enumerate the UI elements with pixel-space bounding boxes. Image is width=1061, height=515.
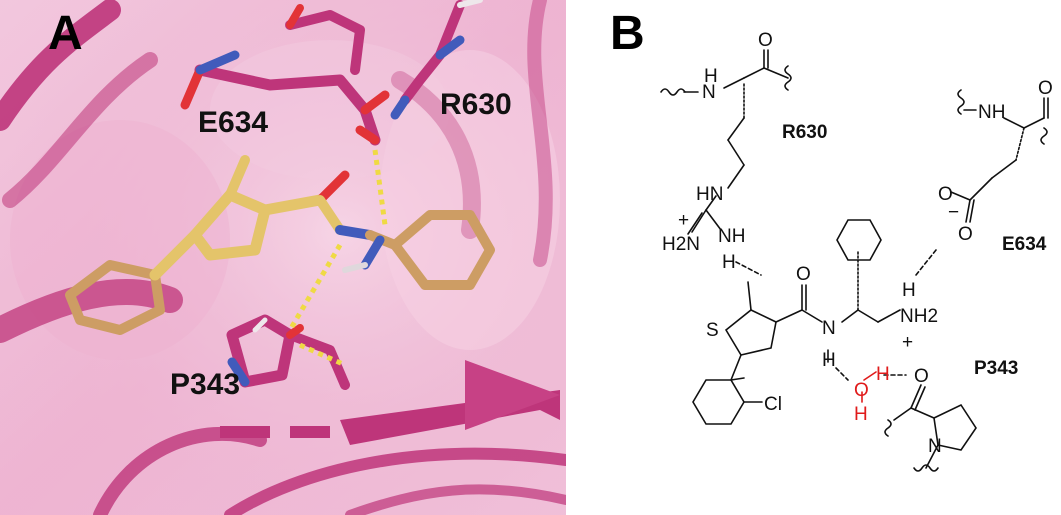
ligand-n: N: [822, 318, 836, 339]
ligand-o: O: [796, 264, 811, 285]
e634-sticks: [180, 4, 390, 146]
p343-n: N: [928, 436, 942, 457]
label-r630-3d: R630: [440, 88, 512, 121]
panel-a-structure-render: A E634 R630 P343: [0, 0, 566, 515]
r630-h2n: H2N: [662, 234, 700, 255]
r630-n: N: [702, 82, 716, 103]
r630-sticks: [390, 0, 483, 120]
r630-h: H: [704, 66, 718, 87]
hydrogen-bonds: [287, 149, 388, 368]
protein-ribbons: [0, 0, 566, 515]
water-h1: H: [876, 364, 890, 385]
panel-b-chemical-scheme: H N O R630 HN NH H2N + H S O N H NH2 + H…: [566, 0, 1061, 515]
p343-label: P343: [974, 358, 1018, 379]
r630-nh: NH: [718, 226, 745, 247]
ligand-cl: Cl: [764, 394, 782, 415]
panel-b-bonds: [660, 49, 1049, 472]
r630-plus: +: [678, 210, 689, 231]
label-e634-3d: E634: [198, 106, 269, 139]
r630-o: O: [758, 30, 773, 51]
e634-o: O: [1038, 78, 1053, 99]
r630-hn: HN: [696, 184, 723, 205]
r630-label: R630: [782, 122, 827, 143]
ligand-nh-h: H: [822, 350, 836, 371]
e634-label: E634: [1002, 234, 1047, 255]
r630-h-bond: H: [722, 252, 736, 273]
p343-sticks: [226, 314, 350, 390]
e634-nh: NH: [978, 102, 1005, 123]
e634-o-minus: O: [938, 184, 953, 205]
p343-o: O: [914, 366, 929, 387]
ligand-nh3-h: H: [902, 280, 916, 301]
panel-a-artwork: [0, 0, 566, 515]
panel-a-letter: A: [48, 7, 83, 60]
ligand-sticks: [65, 155, 495, 335]
e634-minus: −: [948, 202, 959, 223]
label-p343-3d: P343: [170, 368, 241, 401]
ligand-nh2: NH2: [900, 306, 938, 327]
water-h2: H: [854, 404, 868, 425]
panel-b-letter: B: [610, 7, 645, 60]
ligand-s: S: [706, 320, 719, 341]
ligand-plus: +: [902, 332, 913, 353]
water-o: O: [854, 380, 869, 401]
e634-o2: O: [958, 224, 973, 245]
panel-b-artwork: H N O R630 HN NH H2N + H S O N H NH2 + H…: [660, 30, 1053, 472]
